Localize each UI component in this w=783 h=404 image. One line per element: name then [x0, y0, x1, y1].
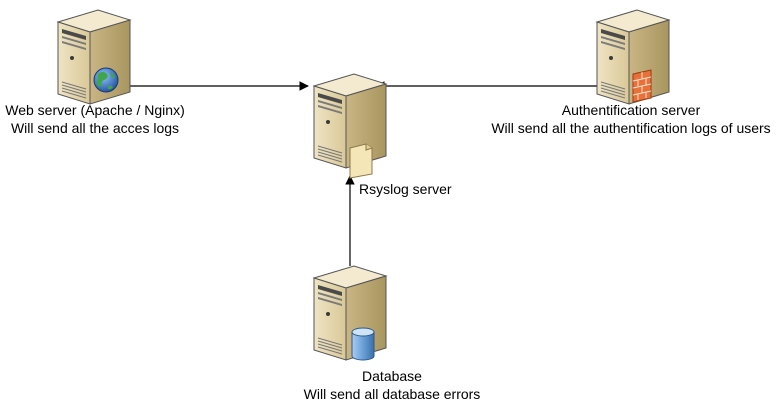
server-tower-icon — [57, 9, 131, 105]
rsyslog-server-node — [313, 73, 387, 179]
web-server-node — [57, 9, 131, 105]
firewall-icon — [632, 69, 652, 103]
database-icon — [351, 327, 375, 361]
web-server-description: Will send all the acces logs — [10, 120, 180, 136]
globe-icon — [93, 67, 119, 93]
rsyslog-server-label: Rsyslog server — [359, 180, 463, 198]
database-label: Database Will send all database errors — [270, 367, 514, 403]
database-node — [313, 265, 387, 361]
document-icon — [349, 143, 373, 179]
server-tower-icon — [313, 265, 387, 361]
rsyslog-server-title: Rsyslog server — [359, 181, 452, 197]
auth-server-label: Authentification server Will send all th… — [478, 101, 783, 137]
auth-server-description: Will send all the authentification logs … — [491, 120, 771, 136]
web-server-label: Web server (Apache / Nginx) Will send al… — [0, 101, 190, 137]
auth-server-title: Authentification server — [561, 102, 701, 118]
database-title: Database — [362, 368, 422, 384]
web-server-title: Web server (Apache / Nginx) — [5, 102, 185, 118]
database-description: Will send all database errors — [303, 386, 481, 402]
auth-server-node — [596, 9, 670, 105]
